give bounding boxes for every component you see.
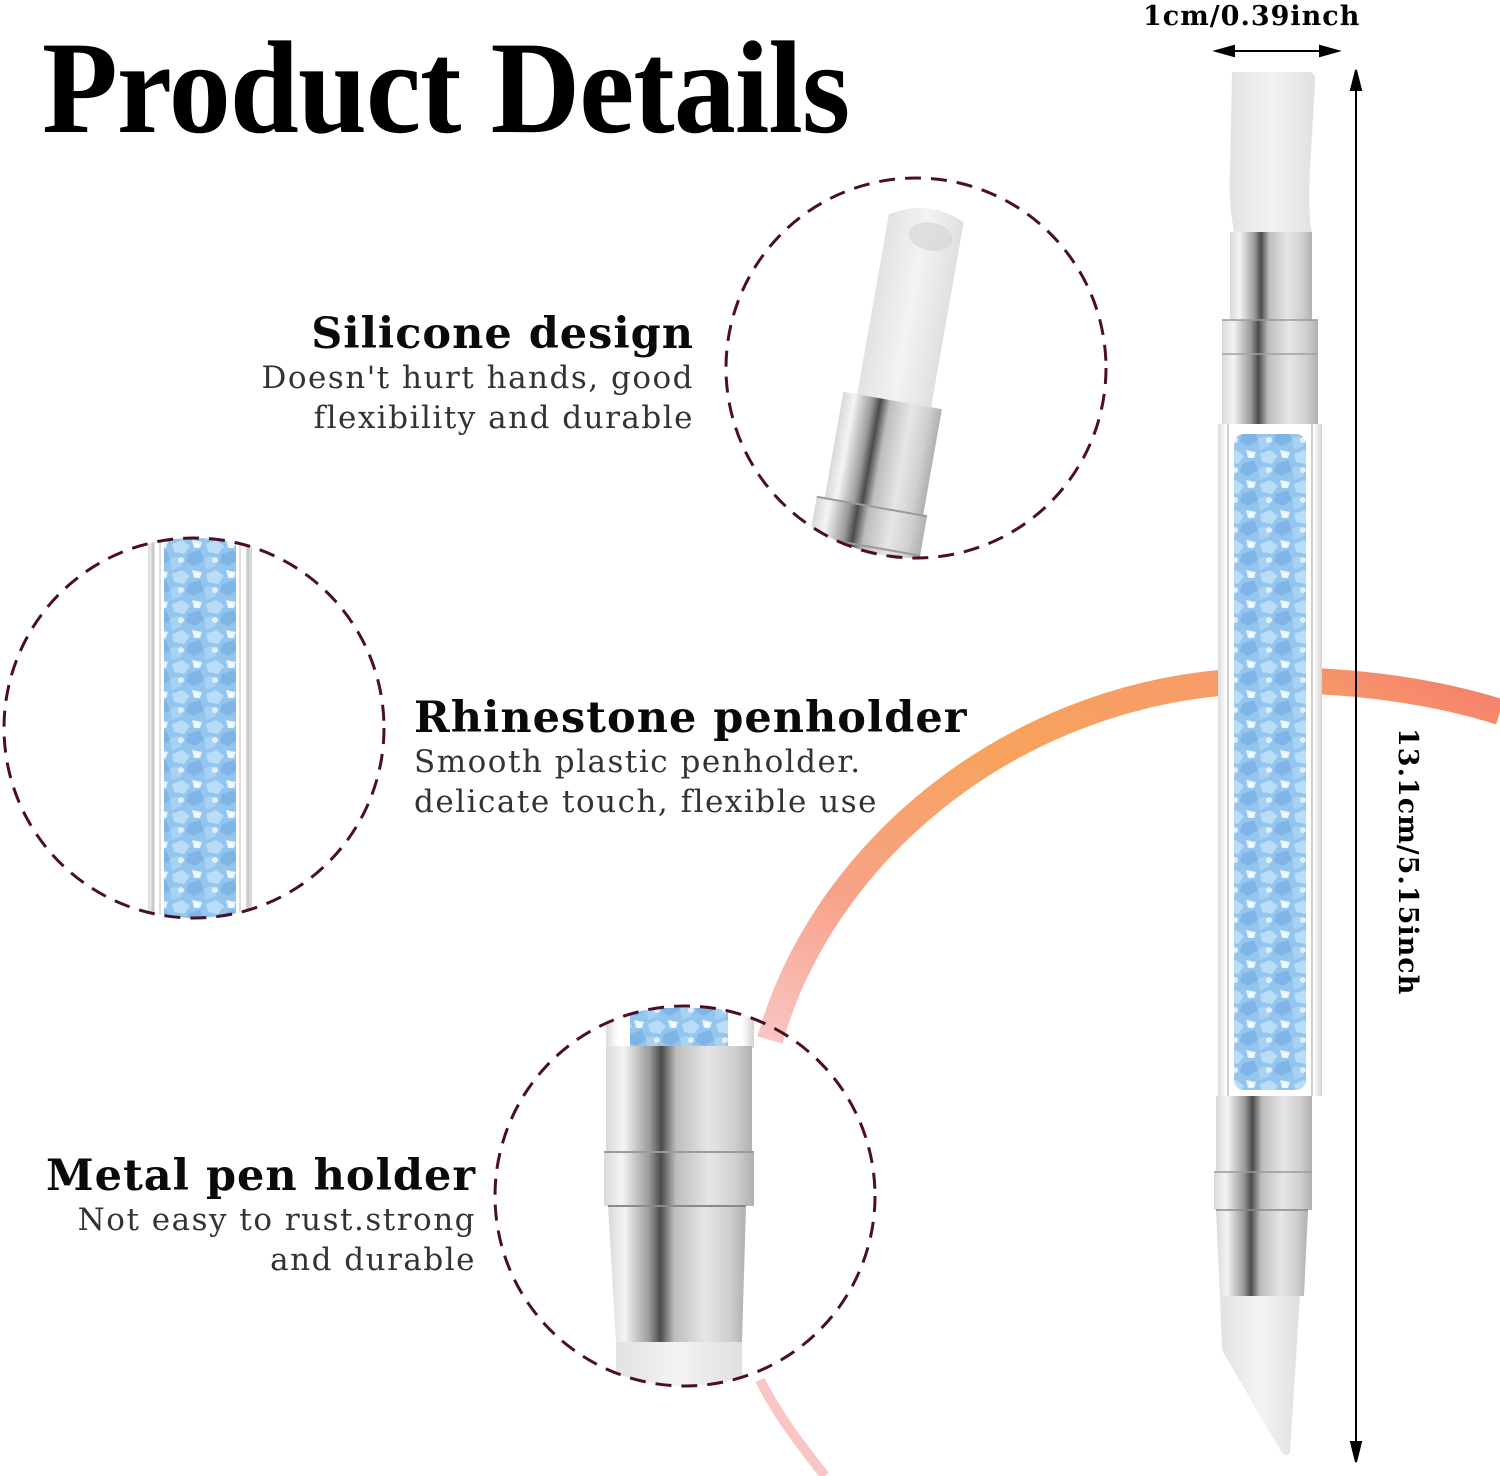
feature-desc-line: and durable <box>270 1242 476 1278</box>
silicone-detail-image <box>799 207 964 558</box>
feature-desc-line: flexibility and durable <box>313 400 694 436</box>
feature-title: Metal pen holder <box>45 1151 476 1201</box>
silicone-detail-circle <box>724 176 1108 560</box>
dual-end-pen <box>1214 72 1322 1456</box>
decorative-arc-tail <box>755 1377 829 1476</box>
page-title: Product Details <box>42 14 850 161</box>
feature-desc-line: delicate touch, flexible use <box>414 784 878 820</box>
width-dimension-label: 1cm/0.39inch <box>1143 1 1361 32</box>
feature-rhinestone: Rhinestone penholder Smooth plastic penh… <box>414 694 967 822</box>
rhinestone-detail-image <box>148 538 252 918</box>
decorative-arc <box>757 667 1500 1044</box>
feature-title: Silicone design <box>311 309 694 359</box>
feature-metal: Metal pen holder Not easy to rust.strong… <box>46 1152 476 1280</box>
feature-desc-line: Doesn't hurt hands, good <box>261 360 694 396</box>
feature-silicone: Silicone design Doesn't hurt hands, good… <box>261 310 694 438</box>
width-arrow-icon <box>1212 44 1342 58</box>
rhinestone-detail-circle <box>2 536 386 920</box>
length-arrow-icon <box>1349 69 1363 1463</box>
feature-desc-line: Not easy to rust.strong <box>77 1202 476 1238</box>
metal-detail-image <box>604 1008 754 1386</box>
feature-title: Rhinestone penholder <box>414 693 968 743</box>
length-dimension-label: 13.1cm/5.15inch <box>1392 728 1423 996</box>
metal-detail-circle <box>493 1004 877 1388</box>
feature-desc-line: Smooth plastic penholder. <box>414 744 862 780</box>
